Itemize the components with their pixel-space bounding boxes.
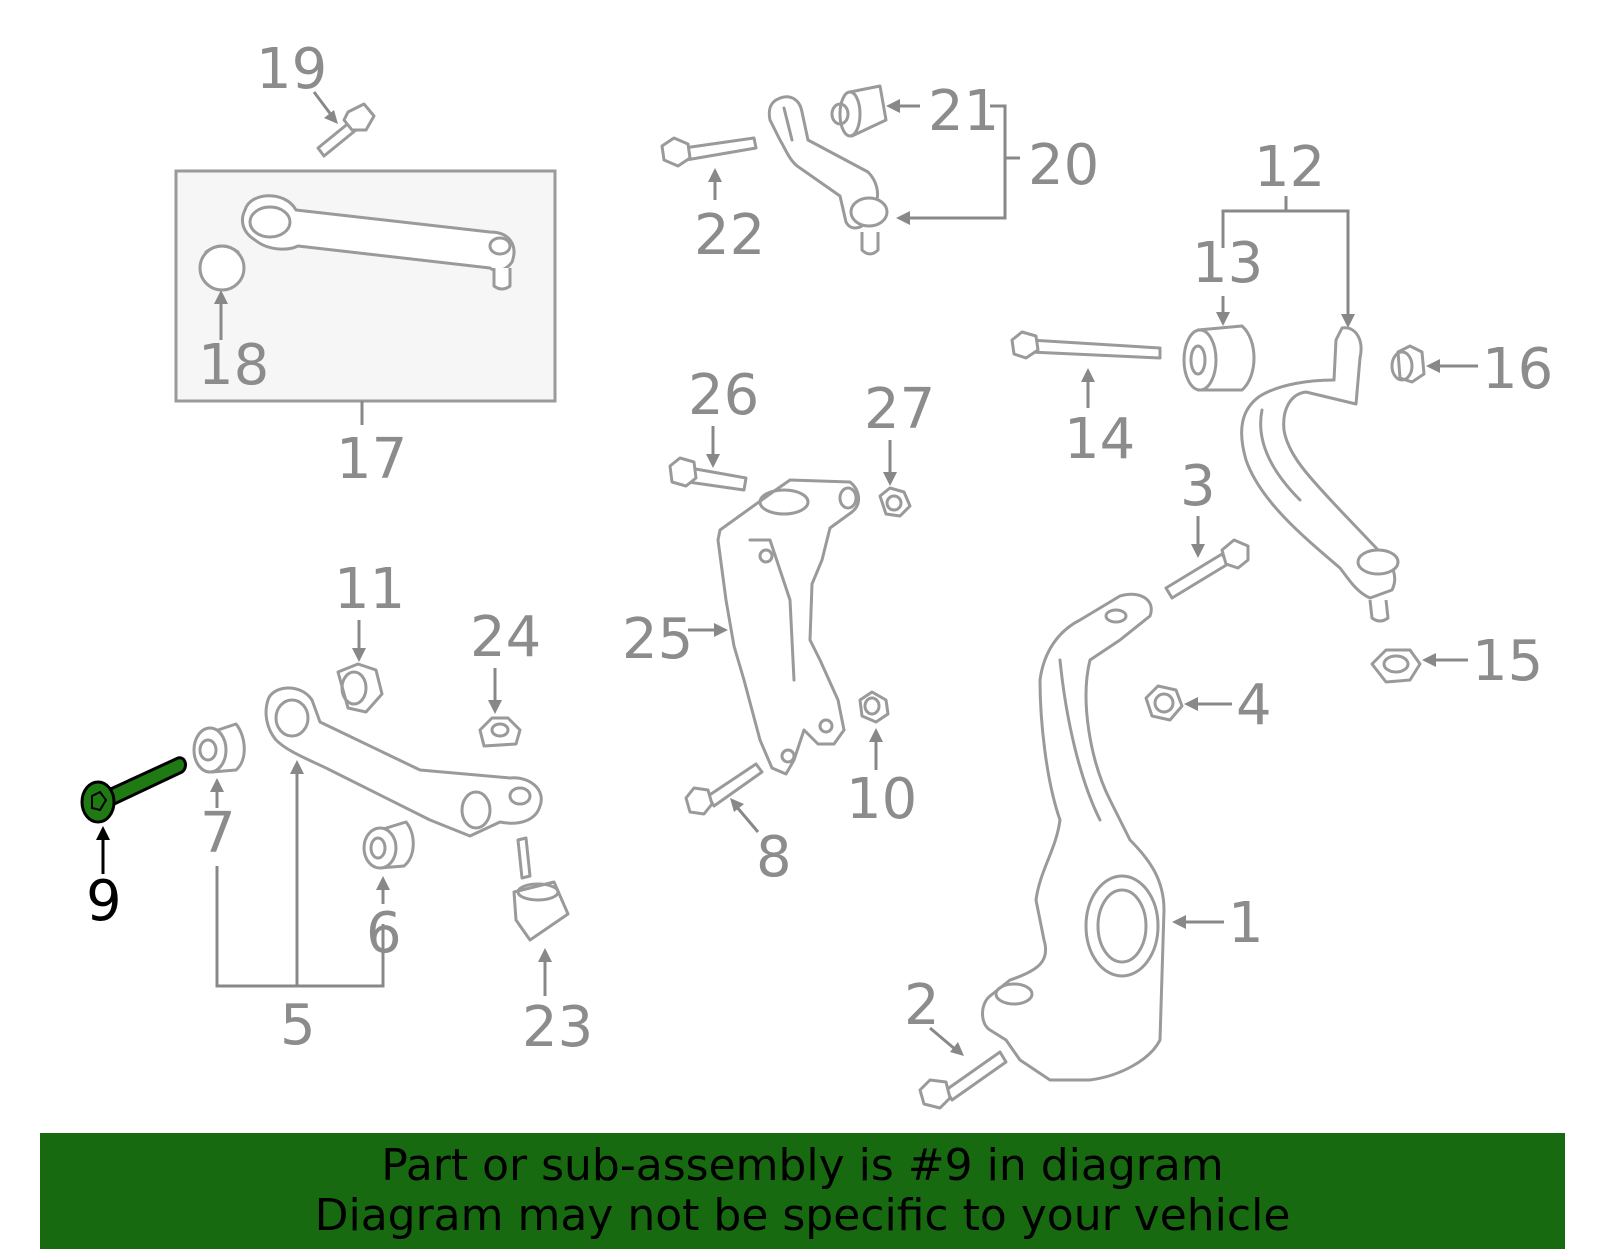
part-5-lower-arm: [264, 686, 543, 838]
part-24-nut: [478, 668, 522, 748]
part-8-bolt: [684, 762, 764, 833]
callout-7: 7: [200, 801, 236, 866]
banner-line-disclaimer: Diagram may not be specific to your vehi…: [314, 1190, 1291, 1241]
part-5-bracket: [215, 760, 385, 988]
part-16-nut: [1390, 344, 1478, 384]
callout-5: 5: [280, 993, 316, 1058]
part-13-bushing: [1182, 296, 1256, 392]
callout-27: 27: [864, 377, 935, 442]
callout-12: 12: [1254, 135, 1325, 200]
callout-16: 16: [1482, 337, 1553, 402]
part-20-arm: [767, 95, 889, 256]
callout-21: 21: [928, 79, 999, 144]
part-10-nut: [858, 690, 890, 770]
callout-6: 6: [366, 901, 402, 966]
part-21-bushing: [830, 84, 920, 138]
part-2-bolt: [918, 1026, 1008, 1110]
part-3-bolt: [1164, 516, 1250, 600]
part-9-bolt-highlighted: [80, 756, 187, 874]
callout-9: 9: [86, 869, 122, 934]
callout-17: 17: [336, 427, 407, 492]
callout-19: 19: [256, 37, 327, 102]
callout-18: 18: [198, 333, 269, 398]
callout-1: 1: [1228, 891, 1264, 956]
callout-20: 20: [1028, 133, 1099, 198]
part-20-bracket: [896, 104, 1020, 225]
callout-26: 26: [688, 363, 759, 428]
callout-15: 15: [1472, 629, 1543, 694]
callout-13: 13: [1192, 231, 1263, 296]
callout-4: 4: [1236, 673, 1272, 738]
callout-2: 2: [904, 973, 940, 1038]
part-22-bolt: [660, 136, 758, 200]
callout-14: 14: [1064, 407, 1135, 472]
part-4-nut: [1144, 684, 1232, 722]
part-27-nut: [878, 440, 912, 518]
part-11-bushing: [336, 620, 384, 714]
callout-24: 24: [470, 605, 541, 670]
part-12-bracket: [1221, 196, 1355, 328]
callout-8: 8: [756, 825, 792, 890]
part-12-lower-arm: [1240, 326, 1400, 623]
callout-labels: 1 2 3 4 5 6 7 8 9 10 11 12 13 14 15 16 1…: [86, 37, 1553, 1060]
part-17-upper-arm: [241, 194, 516, 291]
part-7-bushing: [192, 722, 246, 808]
callout-3: 3: [1180, 454, 1216, 519]
callout-23: 23: [522, 995, 593, 1060]
part-1-knuckle: [981, 592, 1224, 1082]
part-18-bushing: [198, 244, 246, 340]
part-14-bolt: [1010, 330, 1162, 408]
part-notice-banner: Part or sub-assembly is #9 in diagram Di…: [40, 1133, 1565, 1249]
part-15-nut: [1370, 648, 1468, 684]
callout-22: 22: [694, 203, 765, 268]
banner-line-part: Part or sub-assembly is #9 in diagram: [381, 1140, 1224, 1191]
callout-10: 10: [846, 767, 917, 832]
callout-11: 11: [334, 557, 405, 622]
part-19-bolt: [312, 91, 376, 158]
part-6-bushing: [362, 820, 415, 904]
callout-25: 25: [622, 607, 693, 672]
part-23-ball-joint: [512, 836, 570, 996]
part-25-bracket: [688, 478, 860, 776]
part-26-bolt: [668, 426, 748, 492]
part-17-box: [174, 169, 557, 425]
